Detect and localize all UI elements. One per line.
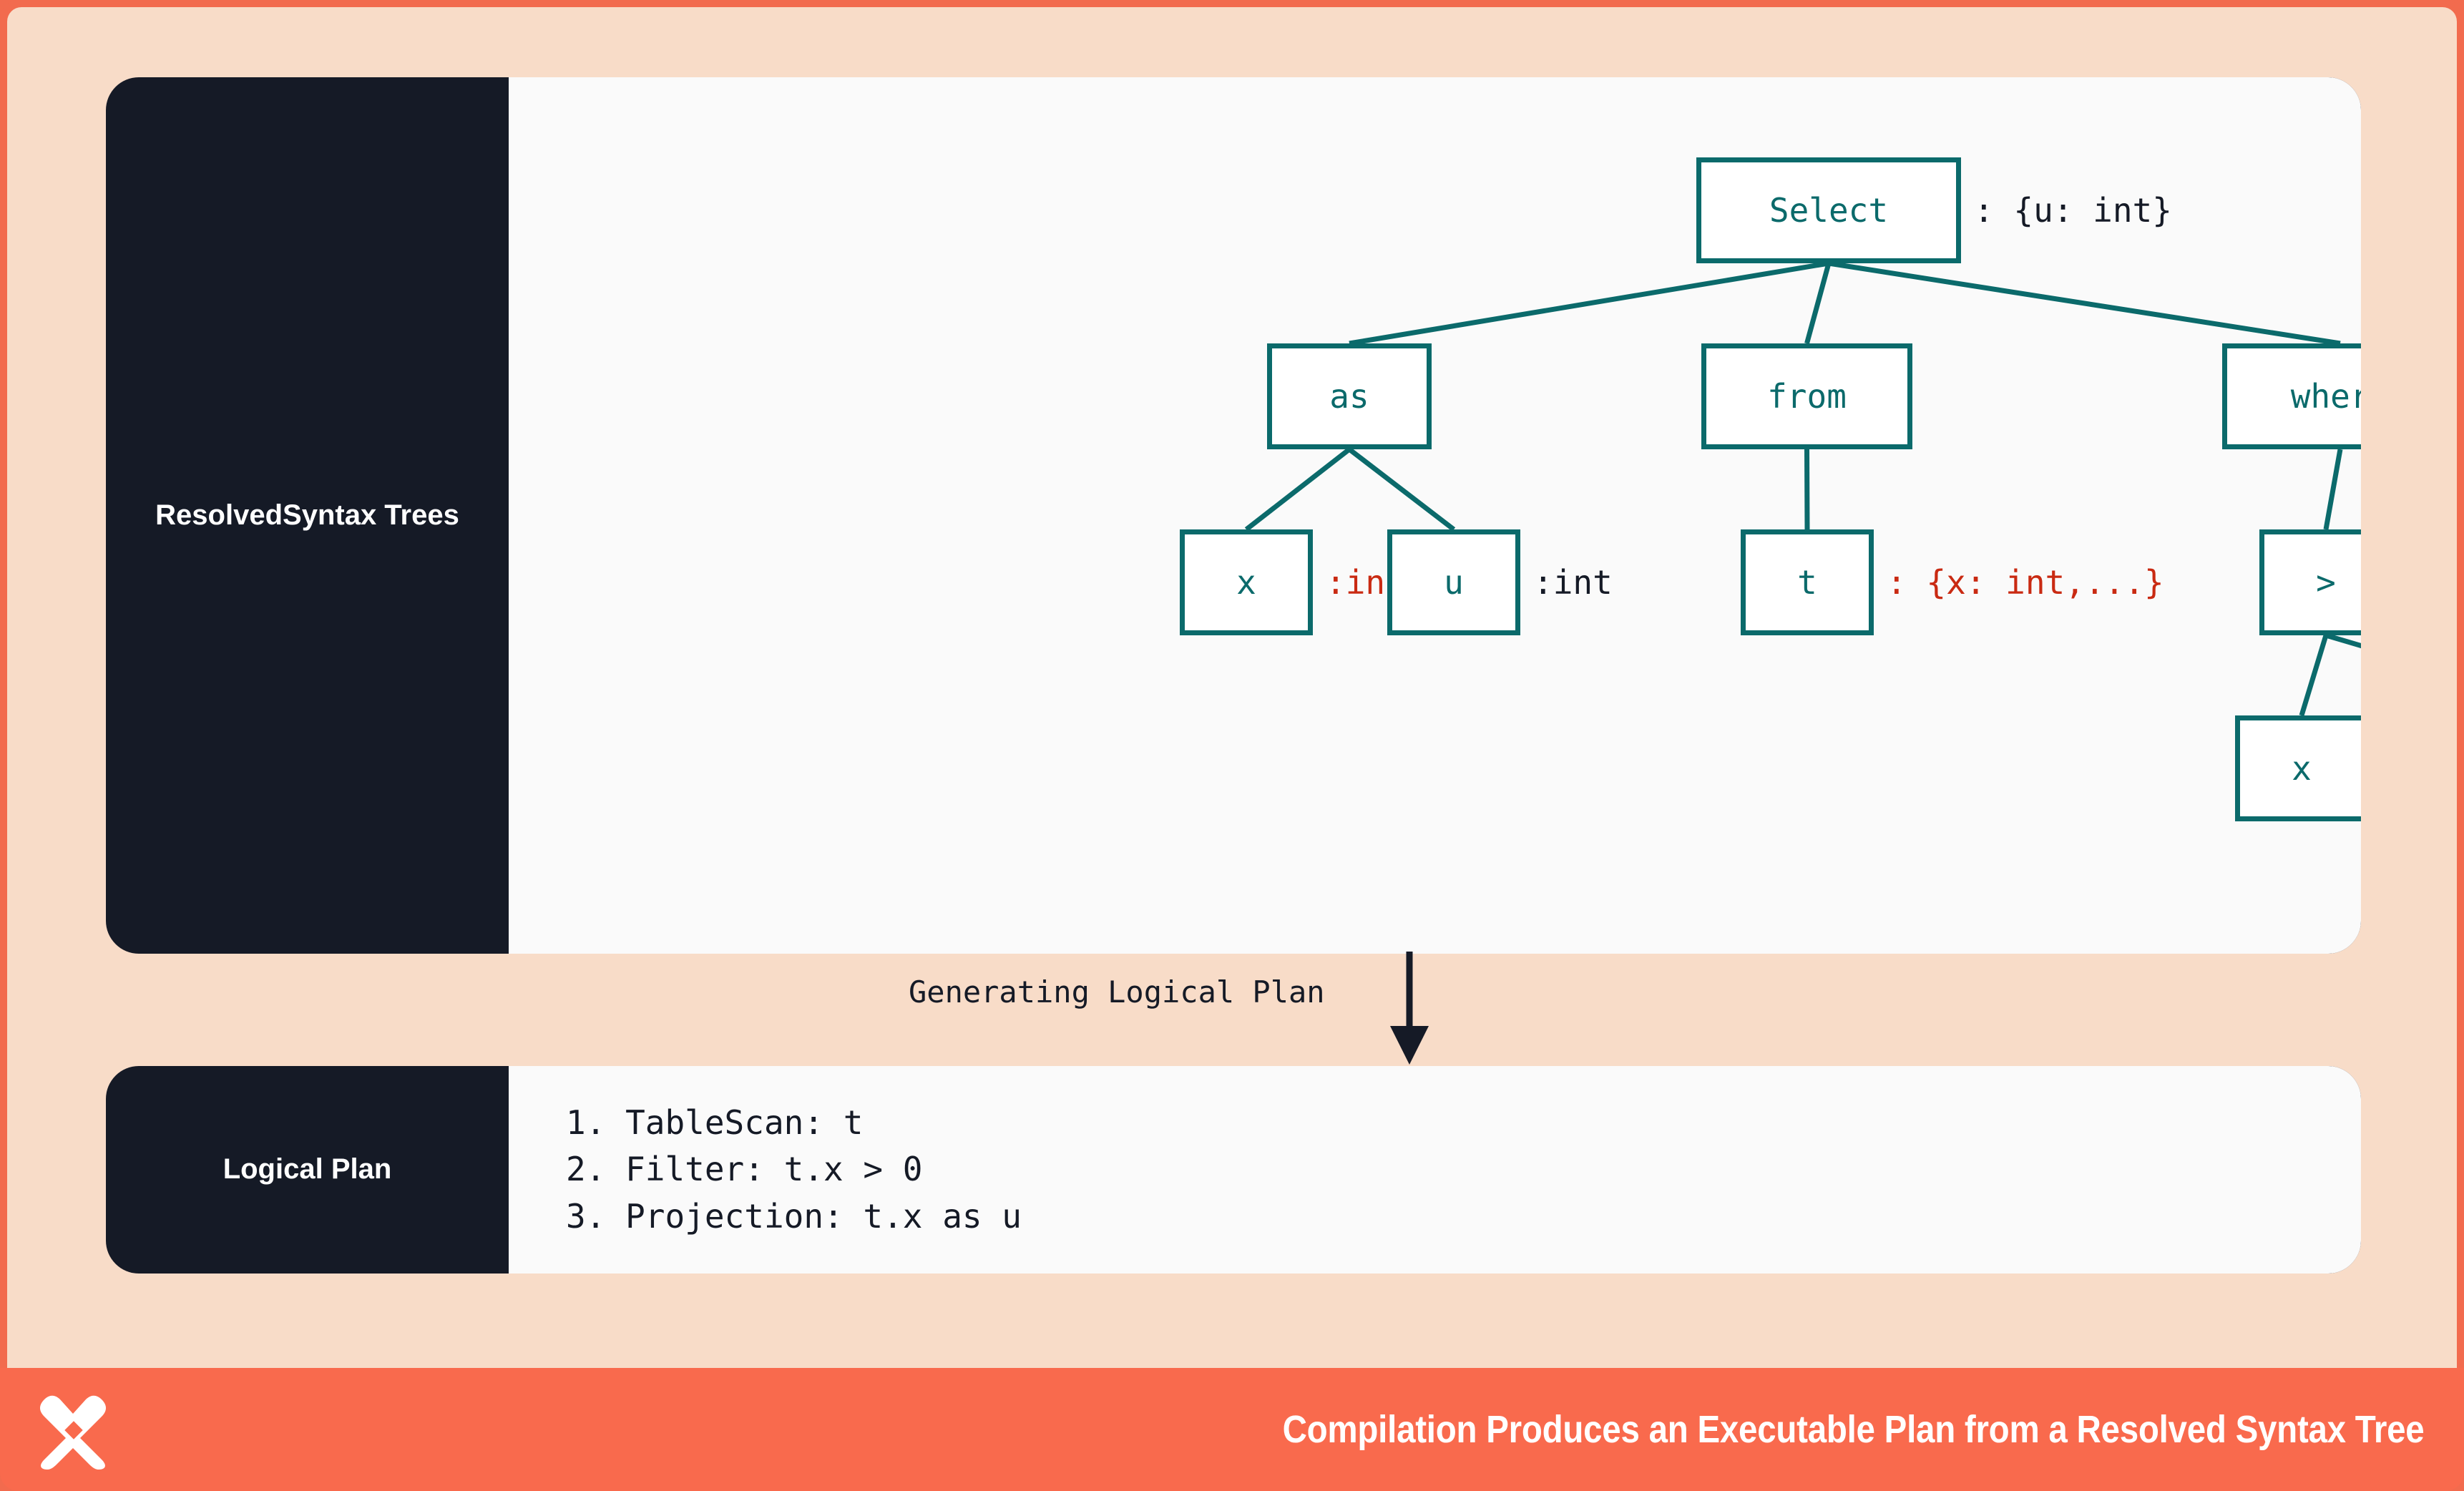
x-logo-icon bbox=[40, 1395, 106, 1470]
tree-edge-where-gt bbox=[2323, 449, 2343, 530]
tree-node-label: x bbox=[2292, 749, 2312, 788]
logical-plan-label: Logical Plan bbox=[223, 1153, 392, 1186]
tree-edge-as-u1 bbox=[1347, 447, 1456, 532]
flow-label: Generating Logical Plan bbox=[909, 974, 1325, 1010]
tree-node-annotation-select: : {u: int} bbox=[1974, 191, 2172, 230]
tree-node-t1: t bbox=[1741, 529, 1874, 635]
tree-edge-gt-x2 bbox=[2299, 634, 2329, 717]
tree-edges bbox=[1244, 260, 2361, 717]
logical-plan-step: 1. TableScan: t bbox=[566, 1103, 864, 1143]
tree-node-label: x bbox=[1236, 563, 1256, 602]
tree-node-x1: x bbox=[1180, 529, 1313, 635]
tree-node-label: as bbox=[1329, 377, 1369, 416]
tree-node-from: from bbox=[1701, 343, 1912, 449]
tree-node-annotation-t1: : {x: int,...} bbox=[1887, 563, 2164, 602]
footer-caption: Compilation Produces an Executable Plan … bbox=[1282, 1408, 2424, 1451]
syntax-tree-canvas: Select: {u: int}asfromwherex:intu:intt: … bbox=[509, 77, 2361, 954]
tree-node-label: from bbox=[1767, 377, 1847, 416]
tree-edge-select-where bbox=[1828, 260, 2341, 346]
panel-label-line: Resolved bbox=[155, 499, 283, 531]
tree-edge-from-t1 bbox=[1804, 449, 1810, 530]
tree-node-where: where bbox=[2222, 343, 2361, 449]
tree-node-label: u bbox=[1444, 563, 1464, 602]
tree-node-label: t bbox=[1797, 563, 1817, 602]
tree-node-annotation-u1: :int bbox=[1533, 563, 1613, 602]
tree-node-gt: > bbox=[2259, 529, 2361, 635]
tree-edge-gt-zero bbox=[2325, 632, 2361, 649]
tree-edge-select-from bbox=[1804, 263, 1832, 344]
down-arrow-icon bbox=[1390, 952, 1429, 1065]
logical-plan-step: 3. Projection: t.x as u bbox=[566, 1196, 1022, 1236]
tree-node-label: Select bbox=[1769, 191, 1889, 230]
tree-node-u1: u bbox=[1387, 529, 1520, 635]
tree-node-select: Select bbox=[1696, 157, 1961, 263]
panel-label-line: Syntax Trees bbox=[283, 499, 459, 531]
tree-node-x2: x bbox=[2235, 715, 2361, 821]
logical-plan-step: 2. Filter: t.x > 0 bbox=[566, 1150, 923, 1189]
logical-plan-steps: 1. TableScan: t 2. Filter: t.x > 0 3. Proj… bbox=[509, 1066, 2361, 1274]
tree-node-label: where bbox=[2290, 377, 2361, 416]
tree-edge-as-x1 bbox=[1244, 447, 1351, 532]
tree-node-as: as bbox=[1267, 343, 1432, 449]
footer-bar: Compilation Produces an Executable Plan … bbox=[0, 1368, 2464, 1491]
tree-edge-select-as bbox=[1349, 260, 1829, 346]
logical-plan-panel: Logical Plan 1. TableScan: t 2. Filter: t… bbox=[106, 1066, 2361, 1274]
tree-node-label: > bbox=[2316, 563, 2336, 602]
